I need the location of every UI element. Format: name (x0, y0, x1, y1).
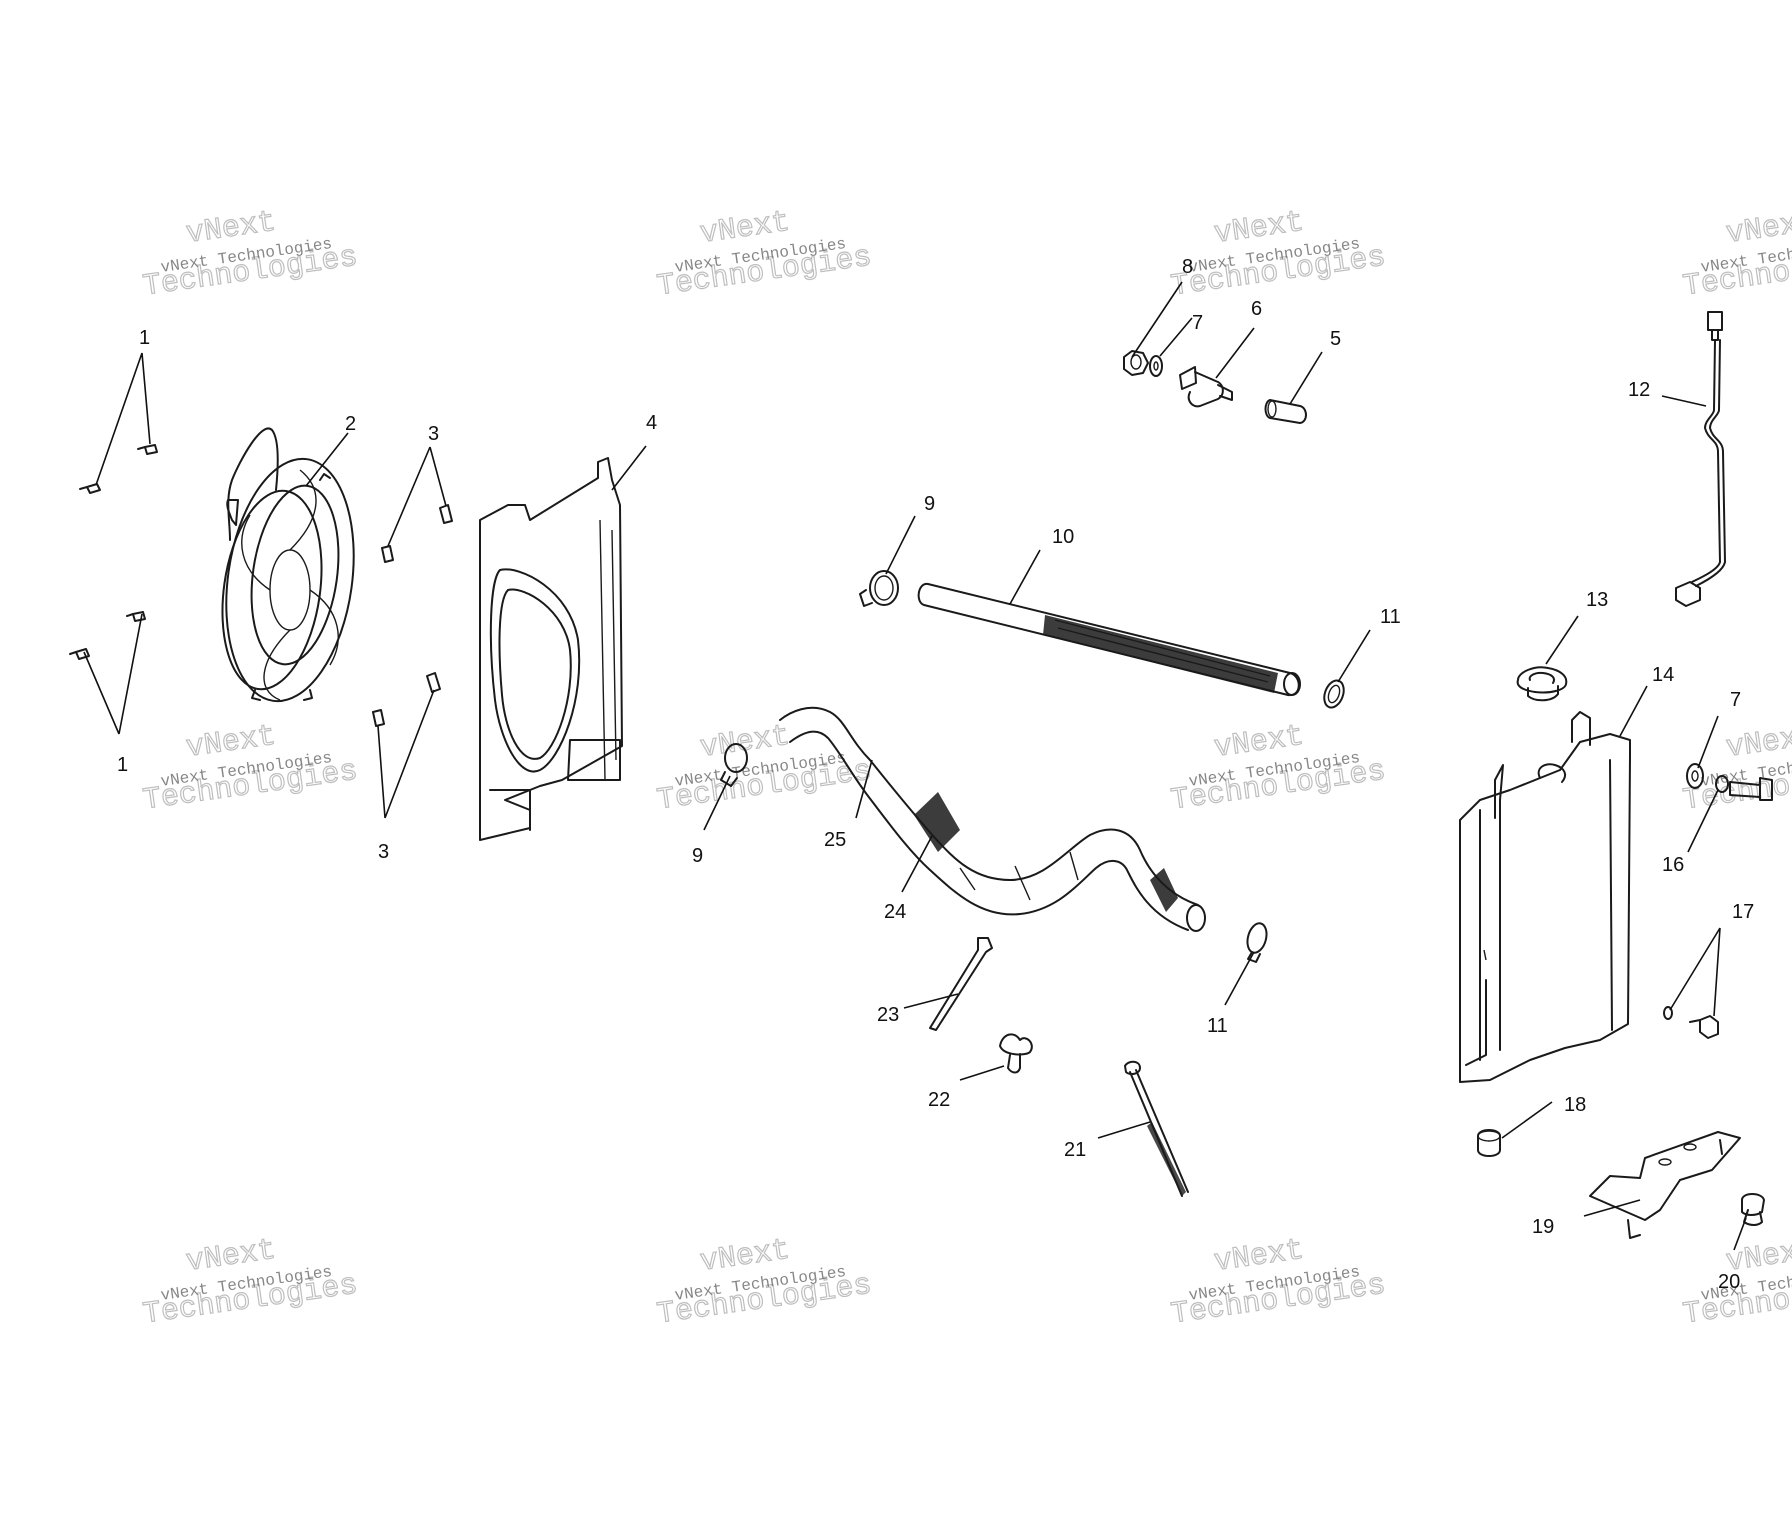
part-hose-10 (917, 582, 1301, 697)
part-sleeve-5 (1264, 399, 1307, 424)
part-clamp-11-top (1323, 679, 1345, 709)
part-shroud-4 (479, 457, 623, 841)
part-rivet-22 (999, 1033, 1033, 1074)
part-bushing-6 (1179, 366, 1233, 408)
callout-16: 16 (1662, 854, 1684, 876)
part-screw-17 (1663, 1006, 1719, 1039)
watermark-text: vNext (1724, 206, 1792, 252)
part-clamp-11-bottom (1246, 922, 1268, 963)
callout-3-top: 3 (428, 423, 439, 445)
part-clips-3 (372, 504, 453, 727)
callout-18: 18 (1564, 1094, 1586, 1116)
callout-9-top: 9 (924, 493, 935, 515)
callout-8: 8 (1182, 256, 1193, 278)
part-grommet-18 (1477, 1129, 1501, 1157)
callout-1-top: 1 (139, 327, 150, 349)
part-clamp-9-top (859, 570, 899, 607)
part-washer-7-right (1686, 763, 1704, 789)
callout-14: 14 (1652, 664, 1674, 686)
callout-24: 24 (884, 901, 906, 923)
callout-6: 6 (1251, 298, 1262, 320)
callout-9-bottom: 9 (692, 845, 703, 867)
part-nut-8 (1123, 350, 1149, 376)
part-cap-13 (1516, 666, 1568, 702)
callout-7-top: 7 (1192, 312, 1203, 334)
callout-11-top: 11 (1380, 606, 1401, 628)
part-hose-sleeve-24 (914, 792, 1178, 912)
part-bracket-19 (1589, 1131, 1741, 1239)
callout-7-right: 7 (1730, 689, 1741, 711)
callout-17: 17 (1732, 901, 1754, 923)
callout-21: 21 (1064, 1139, 1086, 1161)
part-bolt-right (1729, 777, 1773, 801)
callout-2: 2 (345, 413, 356, 435)
watermark-text: vNext (1724, 720, 1792, 766)
callout-11-bottom: 11 (1207, 1015, 1228, 1037)
callout-23: 23 (877, 1004, 899, 1026)
part-screws-1 (69, 444, 158, 660)
callout-3-bottom: 3 (378, 841, 389, 863)
part-washer-16 (1715, 775, 1729, 793)
part-strap-23 (929, 937, 993, 1031)
callout-labels: 1 1 2 3 3 4 5 6 7 8 9 9 10 11 11 12 13 1… (117, 256, 1754, 1293)
callout-20: 20 (1718, 1271, 1740, 1293)
callout-19: 19 (1532, 1216, 1554, 1238)
part-radiator-14 (1459, 711, 1631, 1083)
part-sensor-wire-12 (1675, 311, 1726, 607)
callout-4: 4 (646, 412, 657, 434)
part-hose-25 (779, 706, 1206, 932)
callout-5: 5 (1330, 328, 1341, 350)
callout-10: 10 (1052, 526, 1074, 548)
part-bolt-21 (1124, 1060, 1189, 1197)
callout-1-bottom: 1 (117, 754, 128, 776)
callout-13: 13 (1586, 589, 1608, 611)
leader-lines (83, 281, 1747, 1251)
callout-12: 12 (1628, 379, 1650, 401)
part-washer-7-top (1149, 355, 1163, 377)
part-fan-2 (221, 427, 355, 703)
callout-22: 22 (928, 1089, 950, 1111)
callout-25: 25 (824, 829, 846, 851)
